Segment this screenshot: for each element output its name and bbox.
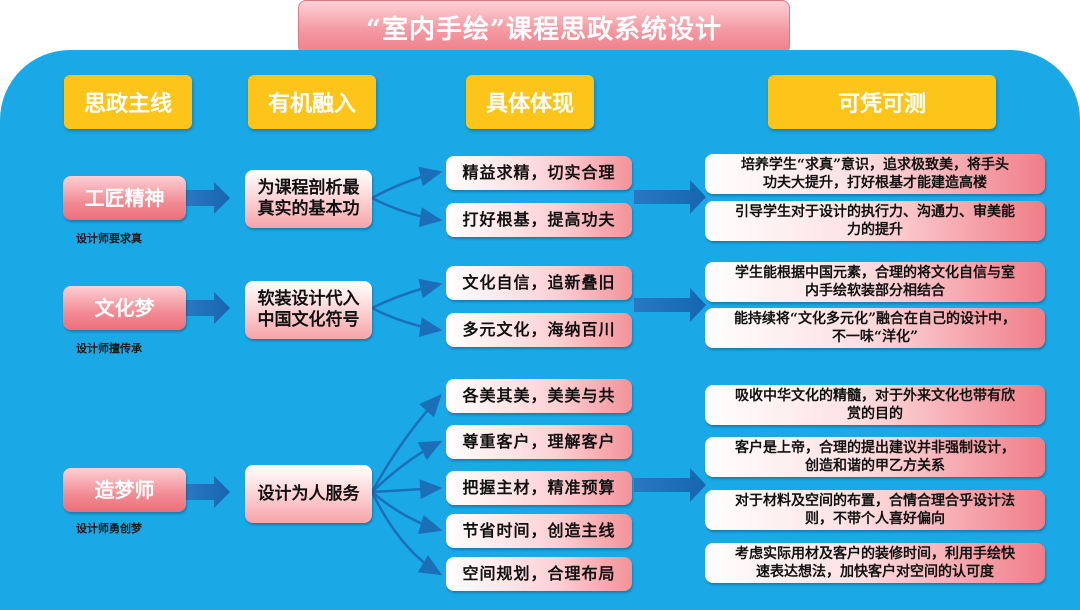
specific-2-2: 多元文化，海纳百川 [446,313,632,347]
block-arrow-4 [634,180,706,214]
block-arrow-5 [634,288,706,322]
result-2-2: 能持续将“文化多元化”融合在自己的设计中， 不一味“洋化” [705,308,1045,348]
block-arrow-3 [186,476,230,508]
diagram-title: “室内手绘”课程思政系统设计 [298,0,790,54]
result-3-3: 对于材料及空间的布置，合情合理合乎设计法 则，不带个人喜好偏向 [705,490,1045,530]
theme-craftsman-subtitle: 设计师要求真 [76,232,142,245]
result-3-4: 考虑实际用材及客户的装修时间，利用手绘快 速表达想法，加快客户对空间的认可度 [705,543,1045,583]
fan-3e [370,491,443,576]
specific-3-3: 把握主材，精准预算 [446,471,632,505]
result-2-1: 学生能根据中国元素，合理的将文化自信与室 内手绘软装部分相结合 [705,262,1045,302]
fan-2a [371,278,443,310]
specific-3-2: 尊重客户，理解客户 [446,425,632,459]
fan-2b [371,306,443,338]
theme-dream-maker: 造梦师 [63,468,186,512]
result-1-2: 引导学生对于设计的执行力、沟通力、审美能 力的提升 [705,201,1045,241]
fan-3a [370,394,442,493]
fan-1b [371,196,443,228]
specific-3-4: 节省时间，创造主线 [446,514,632,548]
theme-dream-maker-subtitle: 设计师勇创梦 [76,522,142,535]
header-embody: 具体体现 [466,75,594,129]
integration-1: 为课程剖析最 真实的基本功 [245,170,372,228]
result-3-2: 客户是上帝，合理的提出建议并非强制设计， 创造和谐的甲乙方关系 [705,437,1045,477]
fan-3d [371,491,443,535]
header-integrate: 有机融入 [248,75,376,129]
header-line: 思政主线 [64,75,192,129]
theme-culture-dream: 文化梦 [63,286,186,330]
block-arrow-6 [634,468,706,502]
theme-craftsman: 工匠精神 [63,176,186,220]
result-3-1: 吸收中华文化的精髓，对于外来文化也带有欣 赏的目的 [705,385,1045,425]
result-1-1: 培养学生“求真”意识，追求极致美，将手头 功夫大提升，打好根基才能建造高楼 [705,154,1045,194]
integration-2: 软装设计代入 中国文化符号 [245,281,372,339]
specific-1-1: 精益求精，切实合理 [446,156,632,190]
specific-1-2: 打好根基，提高功夫 [446,203,632,237]
specific-2-1: 文化自信，追新叠旧 [446,266,632,300]
specific-3-5: 空间规划，合理布局 [446,557,632,591]
fan-3b [371,440,443,493]
block-arrow-2 [186,292,230,324]
theme-culture-dream-subtitle: 设计师擅传承 [76,342,142,355]
fan-3c [371,479,443,500]
block-arrow-1 [186,182,230,214]
header-measure: 可凭可测 [768,75,996,129]
integration-3: 设计为人服务 [245,465,372,523]
fan-1a [371,166,443,200]
specific-3-1: 各美其美，美美与共 [446,379,632,413]
